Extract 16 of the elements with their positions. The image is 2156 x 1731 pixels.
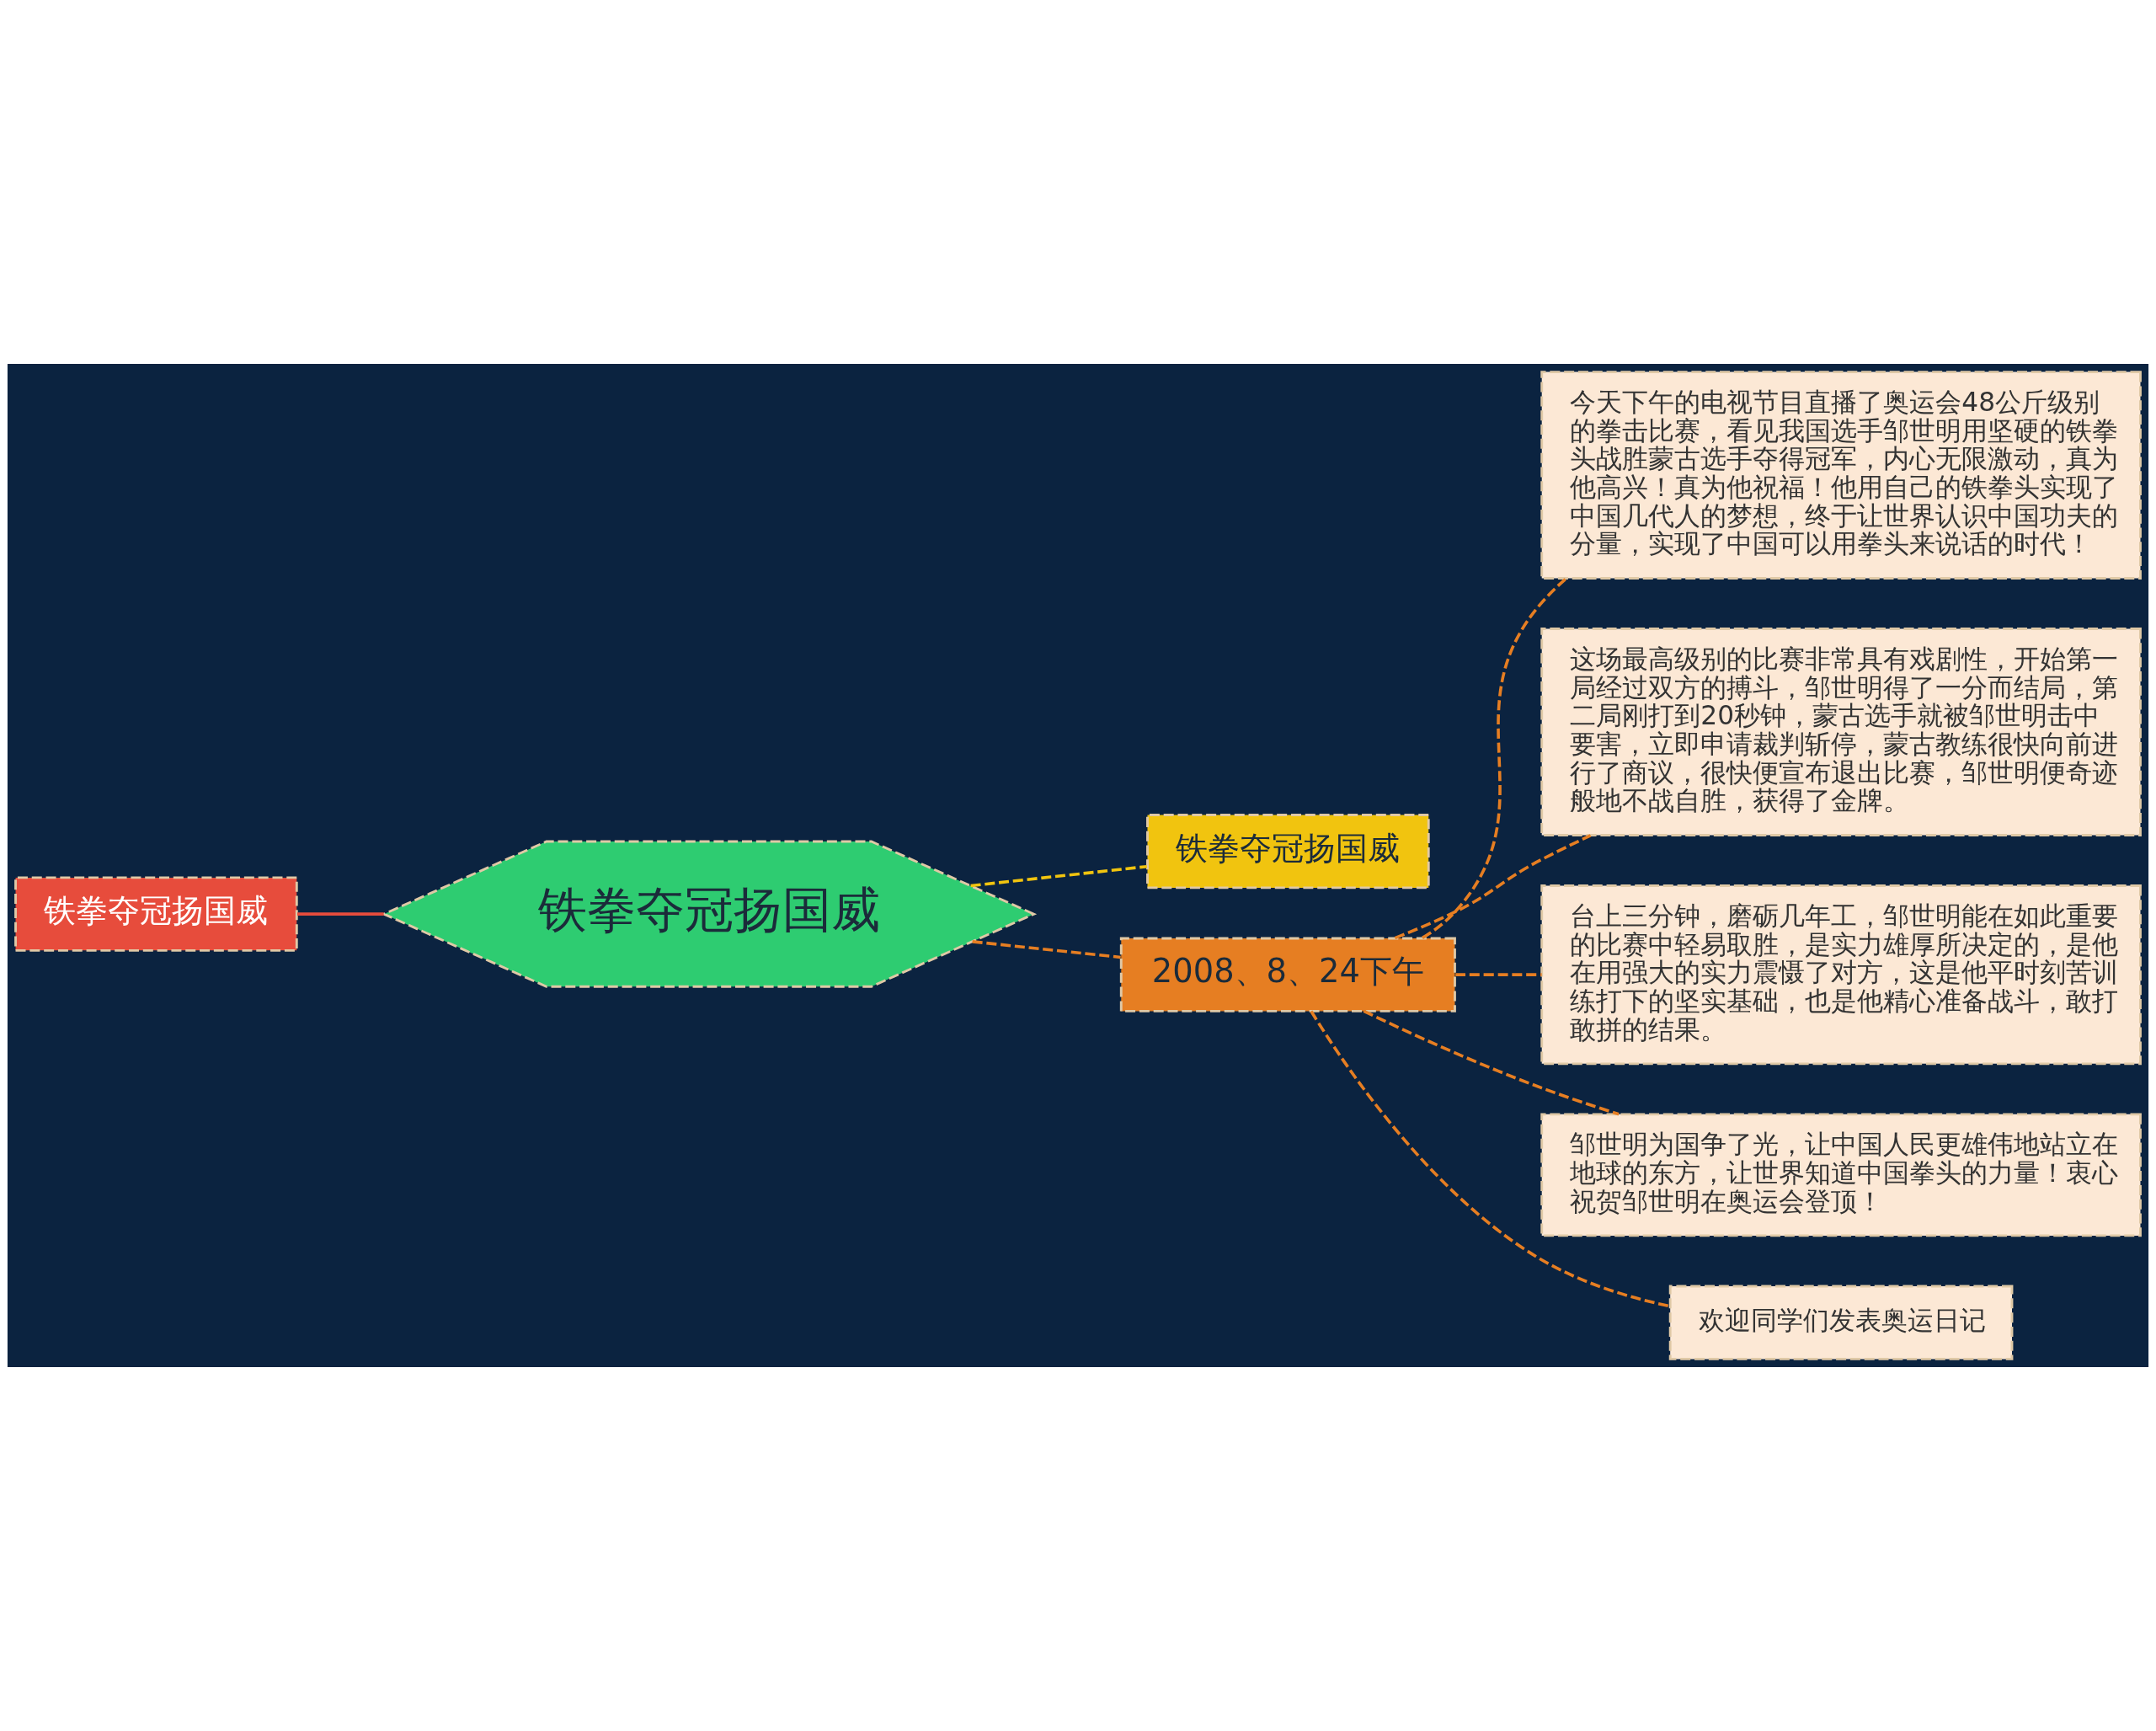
node-box: 邹世明为国争了光，让中国人民更雄伟地站立在地球的东方，让世界知道中国拳头的力量！衷心祝贺邹世明在奥运会登顶！ bbox=[1540, 1113, 2142, 1237]
connector bbox=[972, 940, 1121, 959]
node-box: 铁拳夺冠扬国威 bbox=[14, 876, 298, 952]
connector bbox=[1455, 973, 1542, 976]
connector bbox=[297, 912, 384, 916]
node-box: 欢迎同学们发表奥运日记 bbox=[1668, 1285, 2014, 1360]
connector bbox=[1310, 1010, 1671, 1308]
node-box: 这场最高级别的比赛非常具有戏剧性，开始第一局经过双方的搏斗，邹世明得了一分而结局，第二局刚打到20秒钟，蒙古选手就被邹世明击中要害，立即申请裁判斩停，蒙古教练很快向前进行了商议，很快便宣布退出比赛，邹世明便奇迹般地不战自胜，获得了金牌。 bbox=[1540, 628, 2142, 836]
node-box: 今天下午的电视节目直播了奥运会48公斤级别的拳击比赛，看见我国选手邹世明用坚硬的铁拳头战胜蒙古选手夺得冠军，内心无限激动，真为他高兴！真为他祝福！他用自己的铁拳头实现了中国几代人的梦想，终于让世界认识中国功夫的分量，实现了中国可以用拳头来说话的时代！ bbox=[1540, 371, 2142, 580]
node-box: 铁拳夺冠扬国威 bbox=[1146, 814, 1430, 890]
node-box: 台上三分钟，磨砺几年工，邹世明能在如此重要的比赛中轻易取胜，是实力雄厚所决定的，是他在用强大的实力震慑了对方，这是他平时刻苦训练打下的坚实基础，也是他精心准备战斗，敢打敢拼的结果。 bbox=[1540, 884, 2142, 1066]
connector bbox=[1394, 834, 1592, 940]
connector bbox=[970, 864, 1147, 888]
node-box: 2008、8、24下午 bbox=[1119, 937, 1456, 1012]
connector bbox=[1422, 577, 1567, 939]
connector bbox=[1363, 1009, 1620, 1116]
